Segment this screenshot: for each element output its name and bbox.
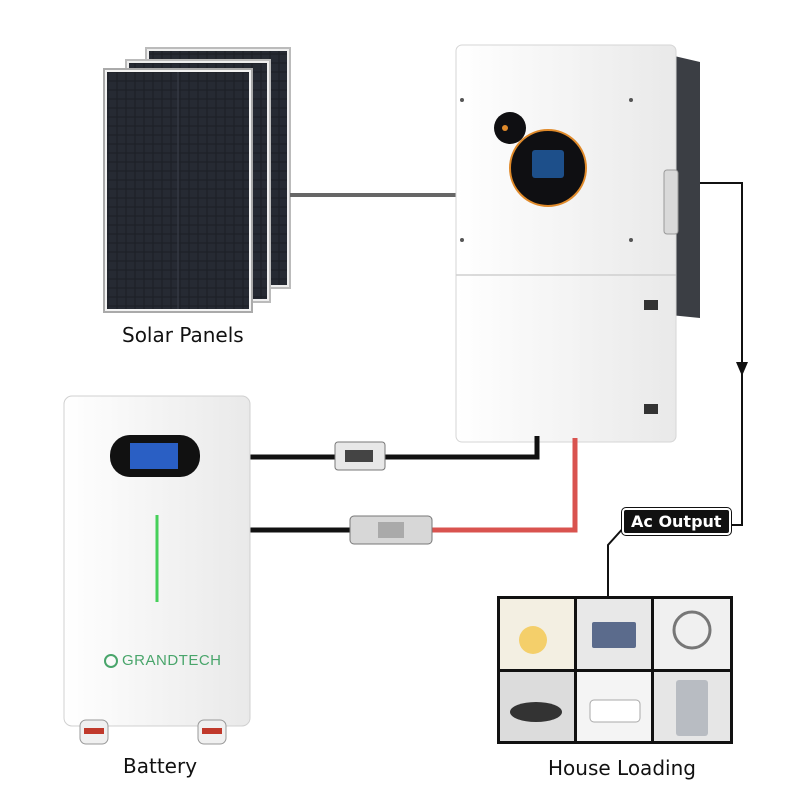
cooktop-icon <box>510 702 562 722</box>
house-loading-label: House Loading <box>548 756 696 780</box>
lamp-icon <box>519 626 547 654</box>
solar-panels <box>104 48 290 312</box>
ac-output-line-house <box>608 525 626 596</box>
positive-cable-red <box>432 438 575 530</box>
battery-brand-text: GRANDTECH <box>122 652 222 669</box>
house-loading-grid <box>497 596 733 744</box>
ac-output-arrow <box>736 362 748 376</box>
laptop-icon <box>592 622 636 648</box>
battery-brand-logo: GRANDTECH <box>104 652 222 669</box>
solar-panels-label: Solar Panels <box>122 323 244 347</box>
battery-unit <box>64 396 250 744</box>
battery-label: Battery <box>123 754 197 778</box>
ac-output-line <box>700 183 742 525</box>
refrigerator-icon <box>676 680 708 736</box>
inverter <box>456 45 700 442</box>
air-conditioner-icon <box>590 700 640 722</box>
ac-output-label: Ac Output <box>622 508 731 535</box>
